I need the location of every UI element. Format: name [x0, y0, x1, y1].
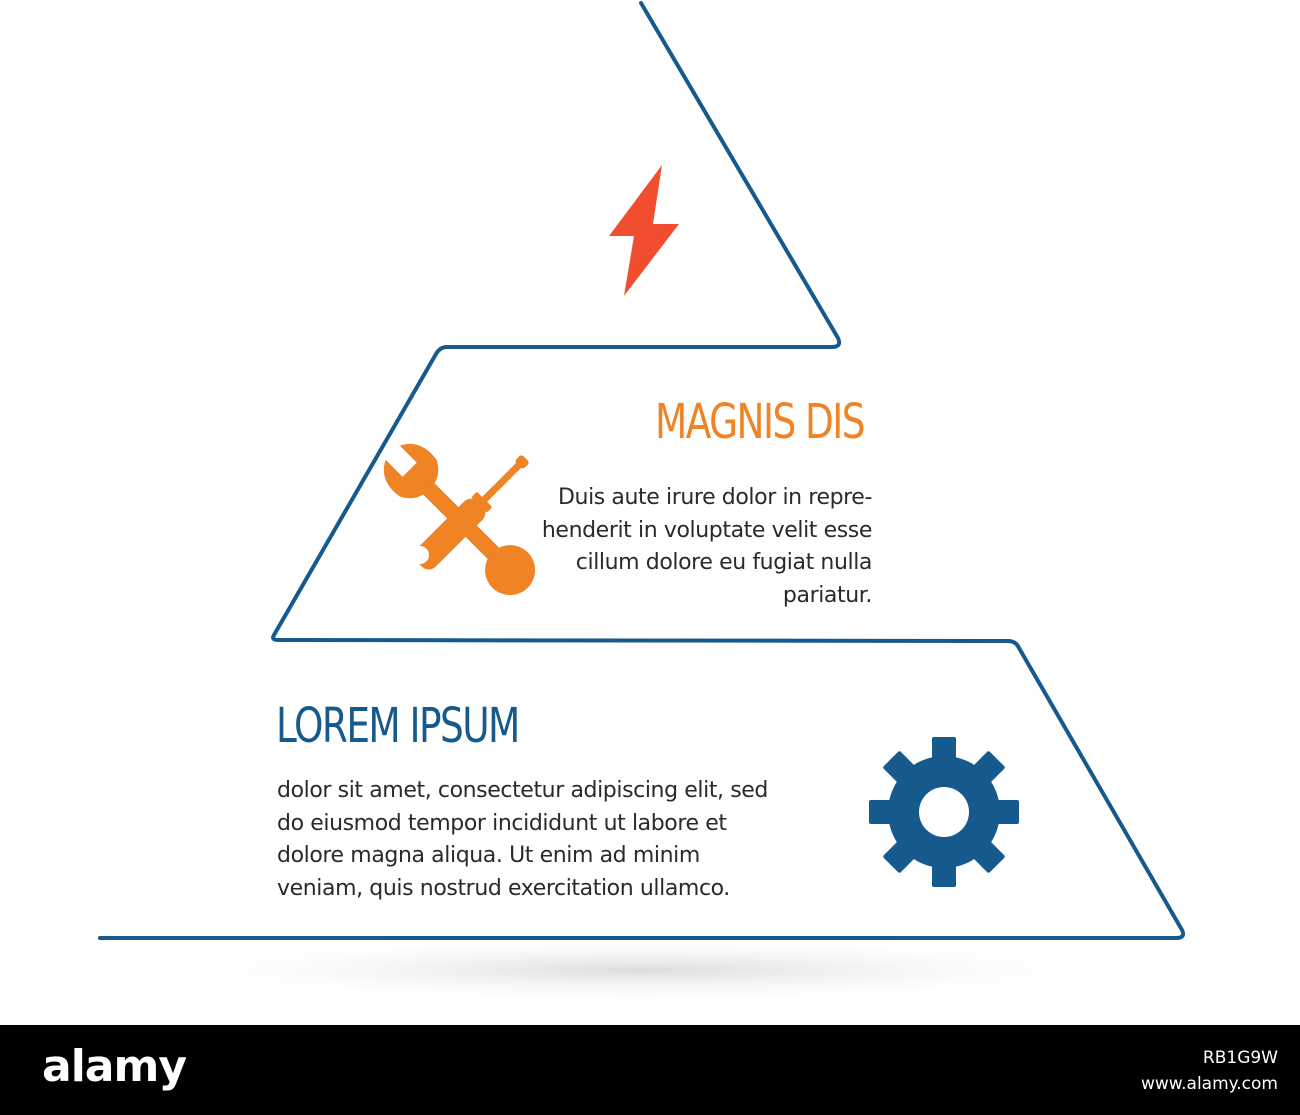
image-id-label: RB1G9W www.alamy.com [1141, 1045, 1278, 1097]
middle-tier-line: cillum dolore eu fugiat nulla [575, 550, 873, 575]
middle-tier-line: Duis aute irure dolor in repre- [557, 485, 872, 510]
bottom-tier-line: do eiusmod tempor incididunt ut labore e… [277, 810, 727, 836]
pyramid-outline [98, 1, 1186, 1004]
bottom-tier-title: LOREM IPSUM [276, 698, 520, 754]
bottom-tier-line: veniam, quis nostrud exercitation ullamc… [277, 875, 730, 901]
wrench-screwdriver-icon [383, 443, 536, 596]
floor-shadow [120, 936, 1160, 1004]
gear-icon [869, 737, 1019, 887]
pyramid-tier-bottom [98, 639, 1186, 940]
middle-tier-line: henderit in voluptate velit esse [541, 517, 873, 543]
pyramid-tier-middle [271, 345, 1010, 643]
watermark-bar: alamy RB1G9W www.alamy.com [0, 1025, 1300, 1115]
bottom-tier-line: dolor sit amet, consectetur adipiscing e… [277, 778, 768, 803]
brand-logo: alamy [42, 1041, 187, 1092]
middle-tier-title: MAGNIS DIS [654, 394, 866, 450]
pyramid-tier-top [445, 1, 842, 349]
bottom-tier-line: dolore magna aliqua. Ut enim ad minim [277, 843, 700, 868]
site-url: www.alamy.com [1140, 1074, 1278, 1094]
bottom-tier-description: dolor sit amet, consectetur adipiscing e… [277, 775, 768, 905]
image-id: RB1G9W [1202, 1048, 1278, 1068]
middle-tier-line: pariatur. [782, 582, 872, 608]
lightning-bolt-icon [609, 165, 679, 296]
middle-tier-description: Duis aute irure dolor in repre- henderit… [541, 482, 873, 612]
